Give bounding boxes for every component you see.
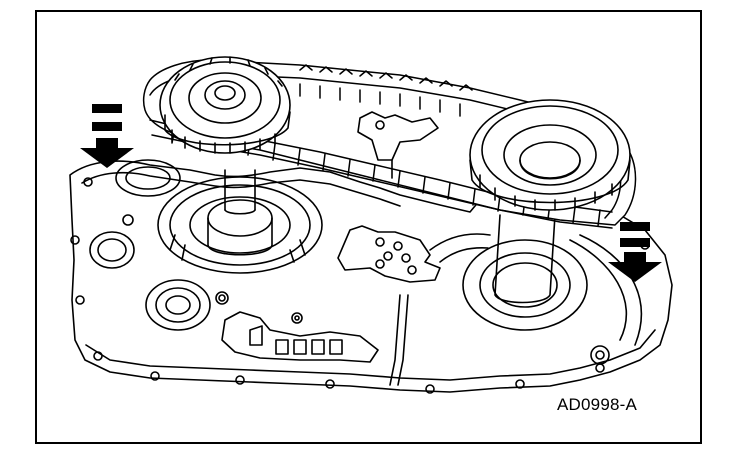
rear-shaft-bearing — [429, 214, 643, 346]
case-outline — [69, 160, 673, 394]
left-bores — [89, 159, 303, 331]
down-arrow-icon — [80, 104, 134, 168]
front-sprocket — [159, 56, 291, 154]
figure-id-label: AD0998-A — [557, 395, 638, 414]
down-arrow-icon — [608, 222, 662, 282]
lower-pockets — [221, 294, 409, 386]
shift-bracket — [337, 225, 441, 283]
rear-sprocket — [469, 99, 631, 211]
front-shaft-bearing — [157, 169, 323, 274]
shift-lever — [357, 111, 439, 179]
